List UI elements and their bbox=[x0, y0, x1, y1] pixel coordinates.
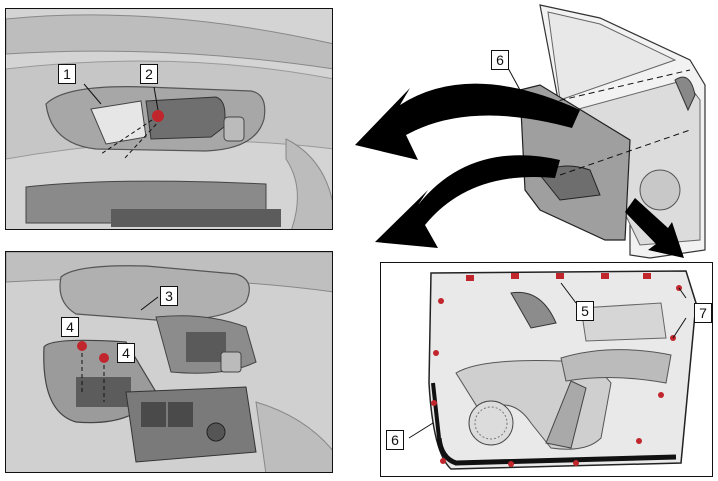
detail-pointer-arrow bbox=[625, 198, 684, 258]
detail-panel-trim-back: 5 7 6 bbox=[380, 262, 713, 477]
callout-6a: 6 bbox=[491, 50, 509, 70]
callout-2: 2 bbox=[140, 64, 158, 84]
removal-arrow-upper bbox=[355, 83, 580, 160]
trim-back-illustration bbox=[408, 270, 697, 470]
callout-6b: 6 bbox=[386, 430, 404, 450]
callout-4b: 4 bbox=[117, 343, 135, 363]
fastener-screw-4b bbox=[99, 353, 109, 363]
removal-arrow-lower bbox=[375, 155, 560, 248]
armrest-illustration bbox=[6, 252, 332, 472]
fastener-screw-4a bbox=[77, 341, 87, 351]
callout-3: 3 bbox=[160, 286, 178, 306]
door-trim-panel bbox=[519, 84, 631, 241]
callout-7: 7 bbox=[694, 303, 712, 323]
callout-4a: 4 bbox=[61, 317, 79, 337]
callout-5: 5 bbox=[576, 301, 594, 321]
callout-1: 1 bbox=[58, 64, 76, 84]
fastener-clip-2 bbox=[152, 110, 164, 122]
door-frame bbox=[539, 4, 706, 259]
detail-panel-handle-bezel: 1 2 bbox=[5, 8, 333, 230]
detail-panel-armrest-screws: 3 4 4 bbox=[5, 251, 333, 473]
handle-bezel-illustration bbox=[6, 9, 332, 229]
